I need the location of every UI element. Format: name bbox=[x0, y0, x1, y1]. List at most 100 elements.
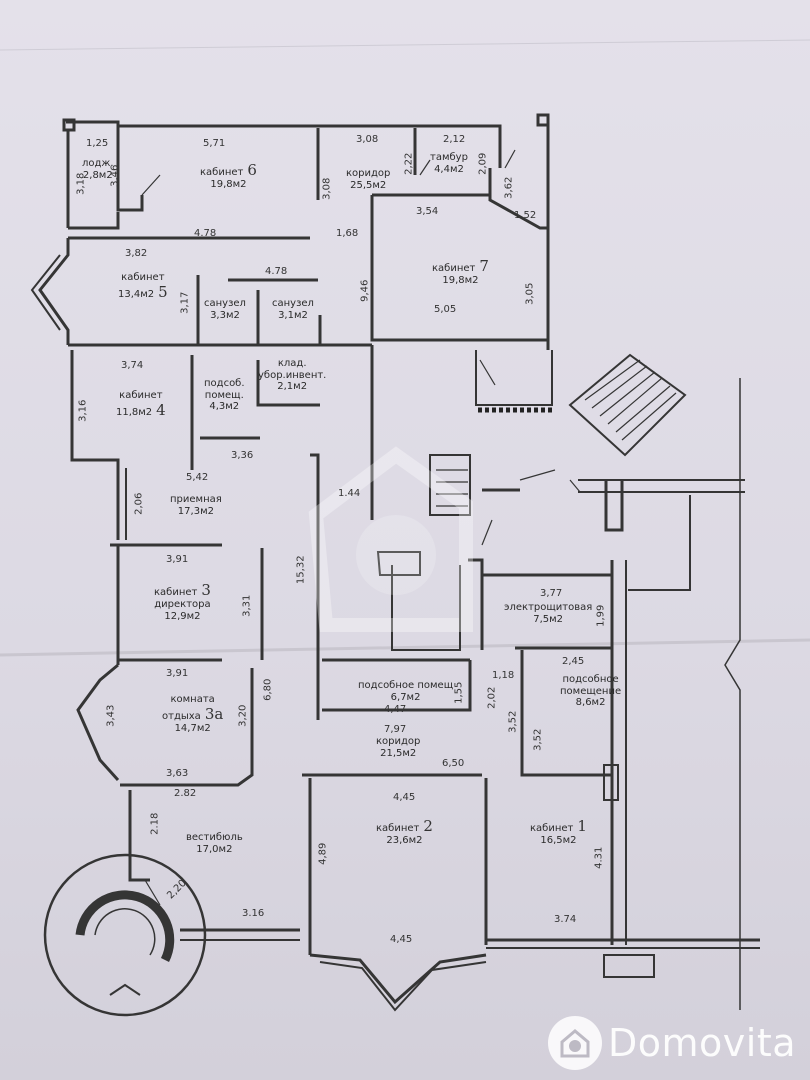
dim-label: 3,05 bbox=[524, 282, 536, 305]
dim-label: 5,42 bbox=[186, 472, 209, 483]
dim-label: 4,89 bbox=[317, 842, 329, 865]
room-priemnaya: приемная 17,3м2 bbox=[170, 494, 222, 517]
doors bbox=[141, 149, 581, 906]
room-podsob1: подсоб. помещ. 4,3м2 bbox=[204, 378, 245, 413]
dim-label: 4,45 bbox=[390, 934, 413, 945]
room-area: 6,7м2 bbox=[390, 691, 421, 703]
room-name: кабинет bbox=[154, 587, 198, 598]
dim-label: 3,62 bbox=[503, 176, 515, 199]
room-number: 1 bbox=[577, 817, 587, 835]
room-name-line2: убор.инвент. bbox=[258, 369, 327, 381]
wall-kab5-bay bbox=[38, 238, 70, 345]
room-vestibul: вестибюль 17,0м2 bbox=[186, 832, 243, 855]
external-column bbox=[604, 480, 624, 532]
dim-label: 3,82 bbox=[125, 248, 148, 259]
column-bottom-right bbox=[603, 954, 655, 978]
room-number: 6 bbox=[247, 161, 257, 179]
external-wall-right bbox=[628, 495, 691, 591]
dim-label: 3,77 bbox=[540, 588, 563, 599]
dim-label: 3,20 bbox=[237, 704, 249, 727]
dim-label: 7,97 bbox=[384, 724, 407, 735]
wall-corridor-left bbox=[310, 453, 320, 720]
room-number: 3а bbox=[204, 704, 224, 723]
dim-label: 1,55 bbox=[453, 681, 465, 704]
dim-label: 4,45 bbox=[393, 792, 416, 803]
dim-label: 1,99 bbox=[595, 604, 607, 627]
dim-label: 3,08 bbox=[356, 134, 379, 145]
room-area: 3,1м2 bbox=[278, 309, 308, 321]
room-area: 7,5м2 bbox=[533, 613, 564, 625]
room-podsob2: подсобное помещ 6,7м2 bbox=[358, 680, 453, 703]
core-box bbox=[376, 551, 421, 576]
dim-label: 9,46 bbox=[359, 279, 371, 302]
room-area: 8,6м2 bbox=[575, 697, 606, 708]
room-name: подсоб. bbox=[204, 378, 245, 389]
room-podsob3: подсобное помещение 8,6м2 bbox=[560, 674, 621, 709]
room-name: комната bbox=[170, 694, 215, 705]
room-name: кабинет bbox=[376, 823, 420, 834]
dim-label: 2,22 bbox=[403, 152, 415, 175]
dim-label: 4.78 bbox=[265, 266, 288, 277]
room-name: кабинет bbox=[200, 167, 244, 178]
external-ramp bbox=[578, 479, 745, 493]
room-area: 12,9м2 bbox=[164, 610, 201, 622]
dim-label: 2,06 bbox=[133, 492, 145, 515]
wall-kab2-bay bbox=[309, 953, 487, 1005]
room-area: 17,0м2 bbox=[196, 843, 233, 855]
room-sanuzel2: санузел 3,1м2 bbox=[272, 298, 314, 321]
room-elektro: электрощитовая 7,5м2 bbox=[504, 602, 592, 625]
room-number: 5 bbox=[158, 282, 168, 301]
corner-column-tr bbox=[536, 113, 550, 127]
dim-label: 3,46 bbox=[109, 164, 121, 187]
dim-label: 3,43 bbox=[105, 704, 117, 727]
stair-landing bbox=[475, 350, 553, 406]
room-area: 19,8м2 bbox=[210, 179, 247, 191]
wall-vestibul-left bbox=[128, 790, 150, 882]
room-koridor1: коридор 25,5м2 bbox=[346, 168, 390, 191]
room-area: 13,4м2 bbox=[118, 288, 155, 300]
dim-label: 3.74 bbox=[554, 914, 577, 925]
dim-label: 2.18 bbox=[149, 812, 161, 835]
dim-label: 3,16 bbox=[77, 399, 89, 422]
room-area: 11,8м2 bbox=[116, 406, 153, 418]
wall-komnata-right bbox=[120, 668, 254, 787]
site-boundary bbox=[724, 378, 741, 1010]
room-area: 4,3м2 bbox=[209, 401, 240, 412]
walls-group bbox=[30, 113, 760, 1012]
dim-label: 3,52 bbox=[507, 710, 519, 733]
watermark-house-icon bbox=[308, 446, 473, 632]
room-klad: клад. убор.инвент. 2,1м2 bbox=[258, 358, 326, 393]
sheet-edge bbox=[0, 39, 810, 51]
wall-kab7-left bbox=[370, 195, 405, 342]
room-area: 25,5м2 bbox=[350, 179, 387, 191]
stair-treads bbox=[436, 359, 677, 507]
wall-podsob3 bbox=[520, 650, 612, 777]
room-number: 2 bbox=[423, 817, 433, 835]
wall-kab2-bay-outer bbox=[319, 961, 487, 1012]
wall-kab7-right bbox=[488, 168, 550, 350]
room-number: 4 bbox=[156, 400, 166, 419]
room-sanuzel1: санузел 3,3м2 bbox=[204, 298, 246, 321]
room-name: электрощитовая bbox=[504, 602, 593, 613]
room-tambur: тамбур 4,4м2 bbox=[430, 152, 468, 175]
dim-label: 2,09 bbox=[477, 152, 489, 175]
dim-label: 4.78 bbox=[194, 228, 217, 239]
dim-label: 1,18 bbox=[492, 670, 515, 681]
dim-label: 1,25 bbox=[86, 138, 109, 149]
room-area: 2,1м2 bbox=[277, 381, 308, 392]
dim-label: 4,47 bbox=[384, 704, 407, 715]
dim-label: 3,74 bbox=[121, 360, 144, 371]
inner-stair bbox=[429, 454, 471, 516]
dim-label: 2,45 bbox=[562, 656, 585, 667]
dim-label: 3,36 bbox=[231, 450, 254, 461]
dim-label: 3,18 bbox=[75, 172, 87, 195]
core-right bbox=[468, 558, 484, 650]
dim-label: 5,71 bbox=[203, 138, 226, 149]
room-area: 14,7м2 bbox=[174, 722, 211, 734]
wall-kab5-bay-inner bbox=[30, 254, 61, 331]
dim-label: 1,68 bbox=[336, 228, 359, 239]
